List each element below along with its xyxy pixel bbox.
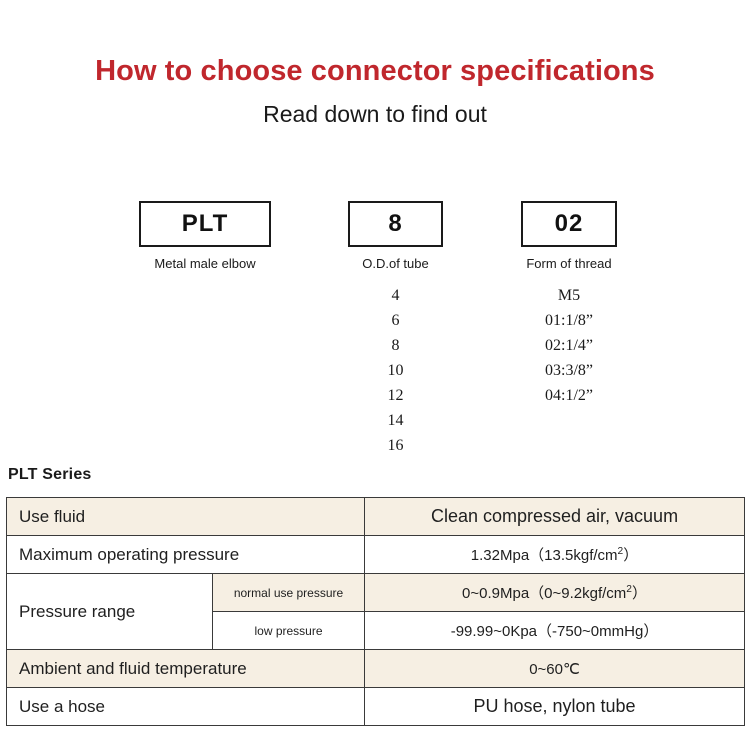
code-column-series: PLT Metal male elbow — [139, 201, 271, 271]
table-row: Use a hose PU hose, nylon tube — [5, 687, 746, 726]
table-row: Ambient and fluid temperature 0~60℃ — [5, 649, 746, 688]
code-option-item: 10 — [387, 361, 404, 379]
code-box-thread: 02 — [521, 201, 617, 247]
code-caption-thread: Form of thread — [526, 256, 612, 271]
code-option-item: 04:1/2” — [545, 386, 593, 404]
spec-value-use-a-hose: PU hose, nylon tube — [364, 687, 746, 726]
code-value-tube: 8 — [388, 210, 403, 237]
spec-value-temperature: 0~60℃ — [364, 649, 746, 688]
spec-value-text: 0~0.9Mpa（0~9.2kgf/cm — [462, 585, 627, 602]
spec-value-superscript: 2 — [617, 546, 624, 557]
code-option-item: 8 — [391, 336, 400, 354]
spec-value-superscript: 2 — [626, 584, 632, 595]
series-label: PLT Series — [8, 466, 92, 483]
code-value-thread: 02 — [554, 210, 584, 237]
code-option-item: 01:1/8” — [545, 311, 593, 329]
spec-label-temperature: Ambient and fluid temperature — [5, 649, 366, 688]
code-breakdown: PLT Metal male elbow 8 O.D.of tube 4 6 8… — [0, 201, 750, 454]
spec-label-use-a-hose: Use a hose — [5, 687, 366, 726]
code-option-item: 14 — [387, 411, 404, 429]
code-option-item: 6 — [391, 311, 400, 329]
spec-value-tail: ） — [623, 547, 639, 564]
code-caption-tube: O.D.of tube — [362, 256, 429, 271]
code-option-list-tube: 4 6 8 10 12 14 16 — [348, 284, 443, 459]
table-row: Maximum operating pressure 1.32Mpa（13.5k… — [5, 535, 746, 574]
specification-table: Use fluid Clean compressed air, vacuum M… — [5, 497, 746, 726]
code-column-thread: 02 Form of thread M5 01:1/8” 02:1/4” 03:… — [521, 201, 617, 409]
code-column-tube: 8 O.D.of tube 4 6 8 10 12 14 16 — [348, 201, 443, 459]
spec-value-text: 1.32Mpa（13.5kgf/cm — [470, 547, 618, 564]
spec-label-pressure-range: Pressure range — [6, 573, 213, 650]
code-option-item: M5 — [557, 287, 581, 304]
table-row: Pressure range normal use pressure 0~0.9… — [6, 573, 746, 650]
page-title: How to choose connector specifications — [95, 55, 655, 87]
table-row: Use fluid Clean compressed air, vacuum — [5, 497, 746, 536]
spec-value-max-pressure: 1.32Mpa（13.5kgf/cm2） — [364, 535, 746, 574]
code-option-item: 16 — [387, 436, 404, 454]
code-caption-series: Metal male elbow — [154, 256, 256, 271]
spec-label-max-pressure: Maximum operating pressure — [5, 535, 366, 574]
code-option-item: 02:1/4” — [545, 336, 593, 354]
page-subtitle: Read down to find out — [263, 101, 487, 127]
spec-sublabel-normal-use-pressure: normal use pressure — [211, 573, 366, 612]
spec-value-low-pressure: -99.99~0Kpa（-750~0mmHg） — [364, 611, 746, 650]
code-value-series: PLT — [181, 210, 229, 237]
code-option-item: 12 — [387, 386, 404, 404]
spec-value-tail: ） — [631, 585, 647, 602]
spec-label-use-fluid: Use fluid — [5, 497, 366, 536]
code-option-item: 03:3/8” — [545, 361, 593, 379]
code-box-tube: 8 — [348, 201, 443, 247]
code-option-list-thread: M5 01:1/8” 02:1/4” 03:3/8” 04:1/2” — [521, 284, 617, 409]
code-option-item: 4 — [391, 287, 400, 304]
spec-value-use-fluid: Clean compressed air, vacuum — [364, 497, 746, 536]
spec-value-normal-use-pressure: 0~0.9Mpa（0~9.2kgf/cm2） — [364, 573, 746, 612]
spec-sublabel-low-pressure: low pressure — [211, 611, 366, 650]
code-box-series: PLT — [139, 201, 271, 247]
